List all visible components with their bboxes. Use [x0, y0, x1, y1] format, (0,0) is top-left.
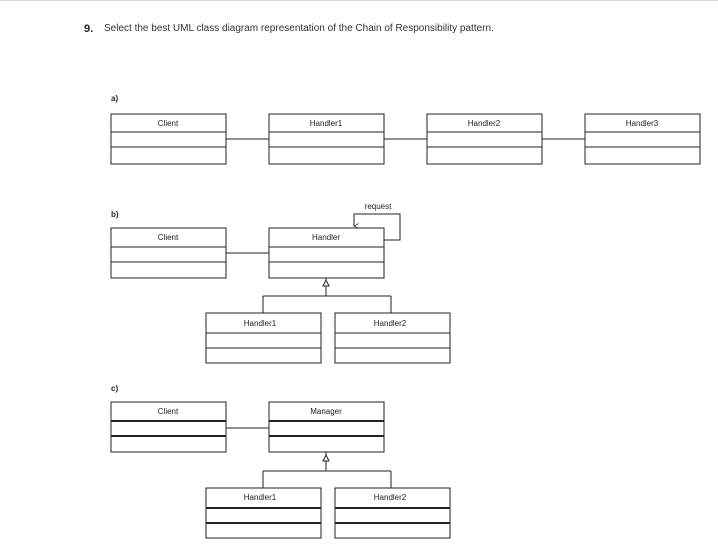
class-name: Manager	[310, 407, 342, 416]
request-label: request	[365, 202, 392, 211]
class-name: Handler2	[374, 319, 407, 328]
inheritance-arrow	[322, 453, 330, 462]
class-name: Handler	[312, 233, 340, 242]
class-box-handler2-b: Handler2	[334, 312, 451, 364]
class-box-handler1-a: Handler1	[268, 113, 385, 165]
inheritance-arrow	[322, 278, 330, 287]
class-name: Client	[158, 233, 179, 242]
class-box-handler1-b: Handler1	[205, 312, 322, 364]
self-association-loop	[354, 213, 401, 241]
class-box-handler3-a: Handler3	[584, 113, 701, 165]
class-box-handler1-c: Handler1	[205, 487, 322, 539]
class-box-client-c: Client	[110, 401, 227, 453]
class-name: Handler2	[468, 119, 501, 128]
class-box-manager-c: Manager	[268, 401, 385, 453]
question-text: Select the best UML class diagram repres…	[104, 23, 494, 34]
class-name: Handler2	[374, 493, 407, 502]
inheritance-tree-b	[262, 278, 392, 313]
class-box-handler2-a: Handler2	[426, 113, 543, 165]
option-b-label[interactable]: b)	[111, 210, 119, 219]
class-name: Handler1	[310, 119, 343, 128]
class-name: Handler1	[244, 319, 277, 328]
option-a-label[interactable]: a)	[111, 94, 118, 103]
class-box-client-a: Client	[110, 113, 227, 165]
class-name: Client	[158, 407, 179, 416]
class-name: Client	[158, 119, 179, 128]
class-name: Handler3	[626, 119, 659, 128]
question-number: 9.	[84, 23, 94, 35]
class-box-handler-b: Handler	[268, 227, 385, 279]
class-box-client-b: Client	[110, 227, 227, 279]
class-box-handler2-c: Handler2	[334, 487, 451, 539]
class-name: Handler1	[244, 493, 277, 502]
option-c-label[interactable]: c)	[111, 384, 118, 393]
top-divider	[0, 0, 718, 1]
inheritance-tree-c	[262, 452, 392, 488]
